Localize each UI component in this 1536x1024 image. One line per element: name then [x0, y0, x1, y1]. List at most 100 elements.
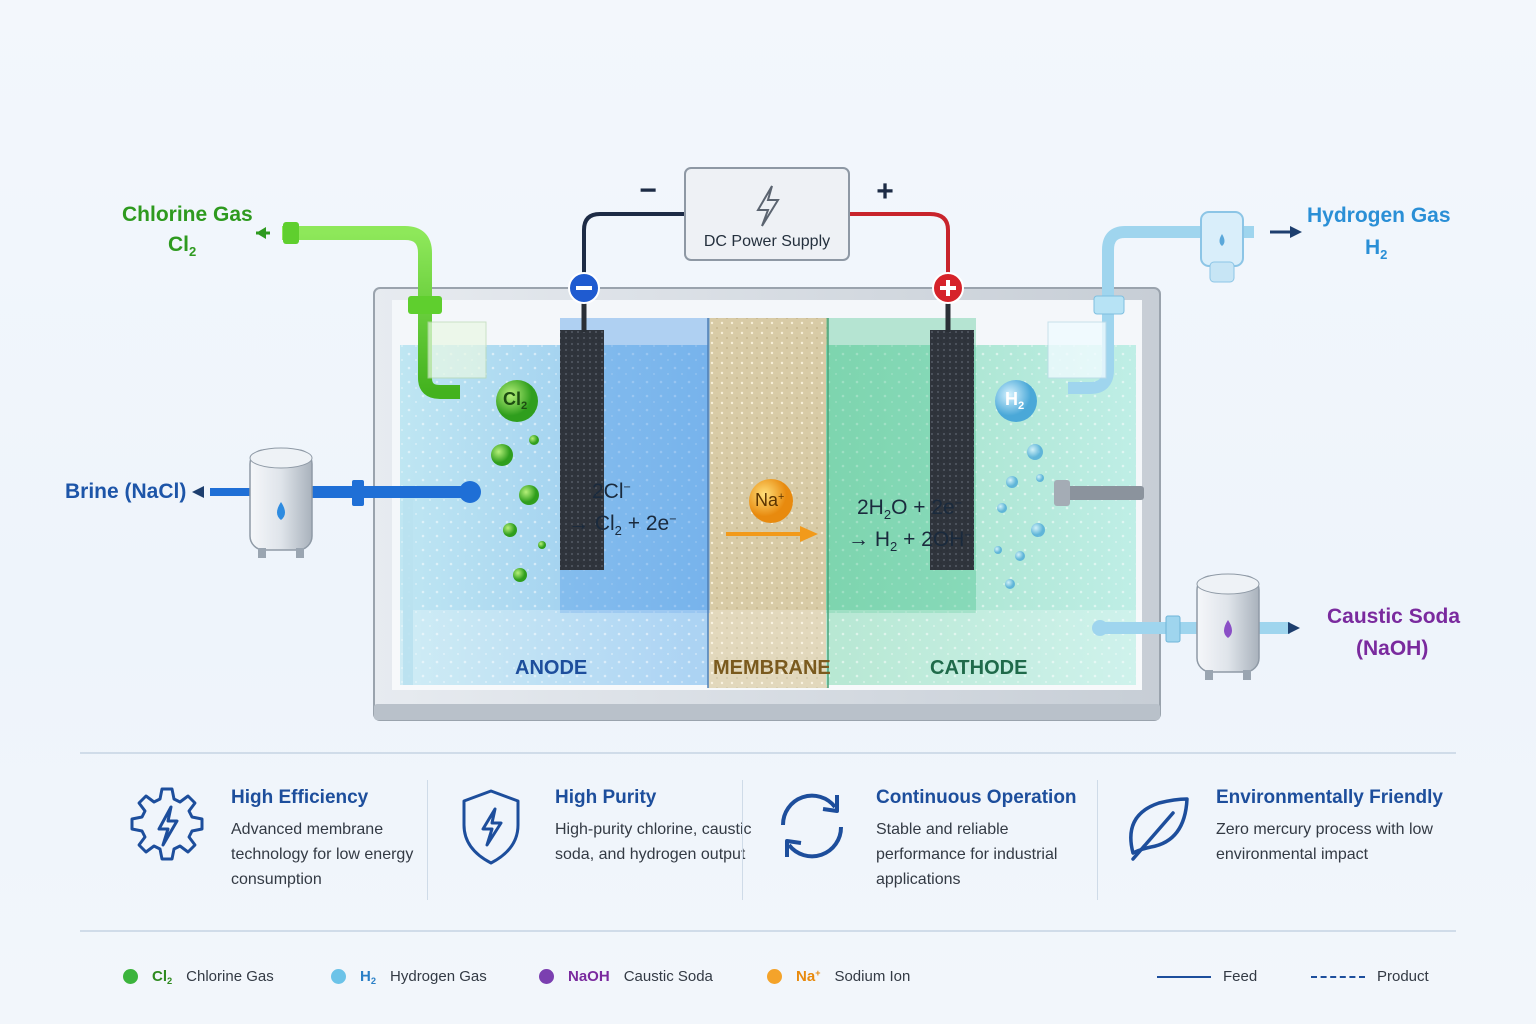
negative-wire — [582, 212, 686, 288]
hydrogen-symbol: H — [1365, 236, 1381, 259]
leaf-icon — [1129, 797, 1189, 861]
h2-text: H — [1005, 389, 1018, 409]
legend-hydrogen: H2 Hydrogen Gas — [331, 968, 487, 987]
legend-feed: Feed — [1157, 968, 1257, 985]
legend-na-sup: + — [815, 968, 821, 979]
caustic-soda-formula: (NaOH) — [1356, 637, 1429, 660]
cath-r2-sup: − — [964, 528, 972, 543]
anode-label: ANODE — [515, 657, 588, 679]
legend-cl-label: Chlorine Gas — [186, 968, 274, 985]
na-sup: + — [778, 491, 785, 504]
lightning-icon — [756, 185, 780, 227]
na-text: Na — [755, 490, 779, 510]
h2-bubble-label: H2 — [1005, 389, 1025, 412]
h2-bubble — [995, 380, 1037, 422]
feature-desc: High-purity chlorine, caustic soda, and … — [555, 821, 752, 863]
feature-desc: Stable and reliable performance for indu… — [876, 821, 1058, 888]
legend-cl-symbol: Cl2 — [152, 968, 173, 987]
solid-line-icon — [1157, 975, 1211, 978]
legend-sodium: Na+ Sodium Ion — [767, 968, 910, 985]
chlorine-formula: Cl2 — [168, 233, 197, 259]
cl2-text: Cl — [503, 389, 521, 409]
cath-r1-sub: 2 — [883, 506, 892, 522]
plus-sign: + — [876, 175, 894, 208]
legend-feed-label: Feed — [1223, 968, 1258, 985]
water-drop-icon — [277, 502, 285, 520]
brine-arrow — [192, 486, 204, 498]
legend-h2-label: Hydrogen Gas — [390, 968, 487, 985]
chlorine-name: Chlorine Gas — [122, 203, 253, 226]
cl2-sub: 2 — [521, 399, 528, 412]
legend-na-label: Sodium Ion — [834, 968, 911, 985]
hydrogen-gas-label: Hydrogen Gas — [1307, 204, 1451, 228]
feature-title: High Purity — [555, 787, 657, 808]
cl2-bubble — [496, 380, 538, 422]
cathode-reaction-line2: → H2 + 2OH− — [848, 528, 972, 554]
legend-na-text: Na — [796, 968, 816, 985]
cathode-label: CATHODE — [930, 657, 1028, 679]
cath-r1-b: O + 2e — [891, 496, 955, 519]
chlorine-symbol: Cl — [168, 233, 189, 256]
anode-reaction-line2: → Cl2 + 2e− — [568, 512, 677, 538]
na-ion-bubble — [749, 479, 793, 523]
anode-r2-sup: − — [669, 512, 677, 527]
cath-r2-b: + 2OH — [897, 528, 965, 551]
feature-title: Continuous Operation — [876, 787, 1077, 808]
cath-r2-sub: 2 — [890, 538, 898, 554]
hydrogen-arrow — [1290, 226, 1302, 238]
na-migration-arrow — [800, 526, 818, 542]
minus-sign: − — [639, 174, 657, 207]
legend-naoh-label: Caustic Soda — [623, 968, 713, 985]
anode-r2-a: → Cl — [568, 512, 615, 535]
cathode-port — [1060, 486, 1144, 500]
power-supply-label: DC Power Supply — [704, 233, 830, 250]
positive-wire — [848, 212, 950, 288]
membrane-label: MEMBRANE — [713, 657, 831, 679]
feature-title: Environmentally Friendly — [1216, 787, 1443, 808]
cathode-reaction-line1: 2H2O + 2e− — [857, 496, 963, 522]
cath-r1-sup: − — [954, 496, 963, 511]
anode-r2-sub: 2 — [614, 522, 622, 538]
blue-dot-icon — [331, 969, 346, 984]
h2-sub: 2 — [1018, 399, 1025, 412]
shield-bolt-icon — [462, 789, 520, 865]
hydrogen-formula: H2 — [1365, 236, 1388, 262]
chlorine-gas-label: Chlorine Gas — [122, 203, 253, 227]
legend-cl-text: Cl — [152, 968, 167, 985]
legend-product: Product — [1311, 968, 1429, 985]
dashed-line-icon — [1311, 975, 1365, 978]
legend-h2-sub: 2 — [370, 976, 377, 987]
chlorine-arrow — [256, 227, 266, 239]
gear-bolt-icon — [130, 787, 204, 861]
legend-naoh-symbol: NaOH — [568, 968, 610, 985]
cycle-arrows-icon — [780, 793, 844, 859]
anode-r1-text: 2Cl — [592, 480, 624, 503]
purple-drop-icon — [1224, 620, 1232, 638]
chlorine-subscript: 2 — [189, 243, 197, 259]
chlorine-outlet-pipe — [282, 226, 460, 399]
brine-label: Brine (NaCl) — [65, 480, 187, 503]
anode-r1-sup: − — [623, 480, 631, 495]
legend-chlorine: Cl2 Chlorine Gas — [123, 968, 274, 987]
legend-h2-symbol: H2 — [360, 968, 377, 987]
anode-r2-b: + 2e — [621, 512, 670, 535]
legend-na-symbol: Na+ — [796, 968, 820, 985]
feature-desc: Zero mercury process with low environmen… — [1216, 821, 1433, 863]
caustic-arrow — [1288, 622, 1300, 634]
feature-desc: Advanced membrane technology for low ene… — [231, 821, 414, 888]
cath-r2-a: → H — [848, 528, 890, 551]
cl2-bubble-label: Cl2 — [503, 389, 528, 412]
na-bubble-label: Na+ — [755, 490, 784, 511]
caustic-soda-label: Caustic Soda — [1327, 605, 1461, 628]
legend-cl-sub: 2 — [167, 976, 173, 987]
legend-naoh: NaOH Caustic Soda — [539, 968, 713, 985]
green-dot-icon — [123, 969, 138, 984]
hydrogen-subscript: 2 — [1380, 246, 1388, 262]
cath-r1-a: 2H — [857, 496, 884, 519]
hydrogen-name: Hydrogen Gas — [1307, 204, 1451, 227]
purple-dot-icon — [539, 969, 554, 984]
feature-title: High Efficiency — [231, 787, 369, 808]
anode-reaction-line1: 2Cl− — [592, 480, 631, 504]
legend-h2-text: H — [360, 968, 371, 985]
